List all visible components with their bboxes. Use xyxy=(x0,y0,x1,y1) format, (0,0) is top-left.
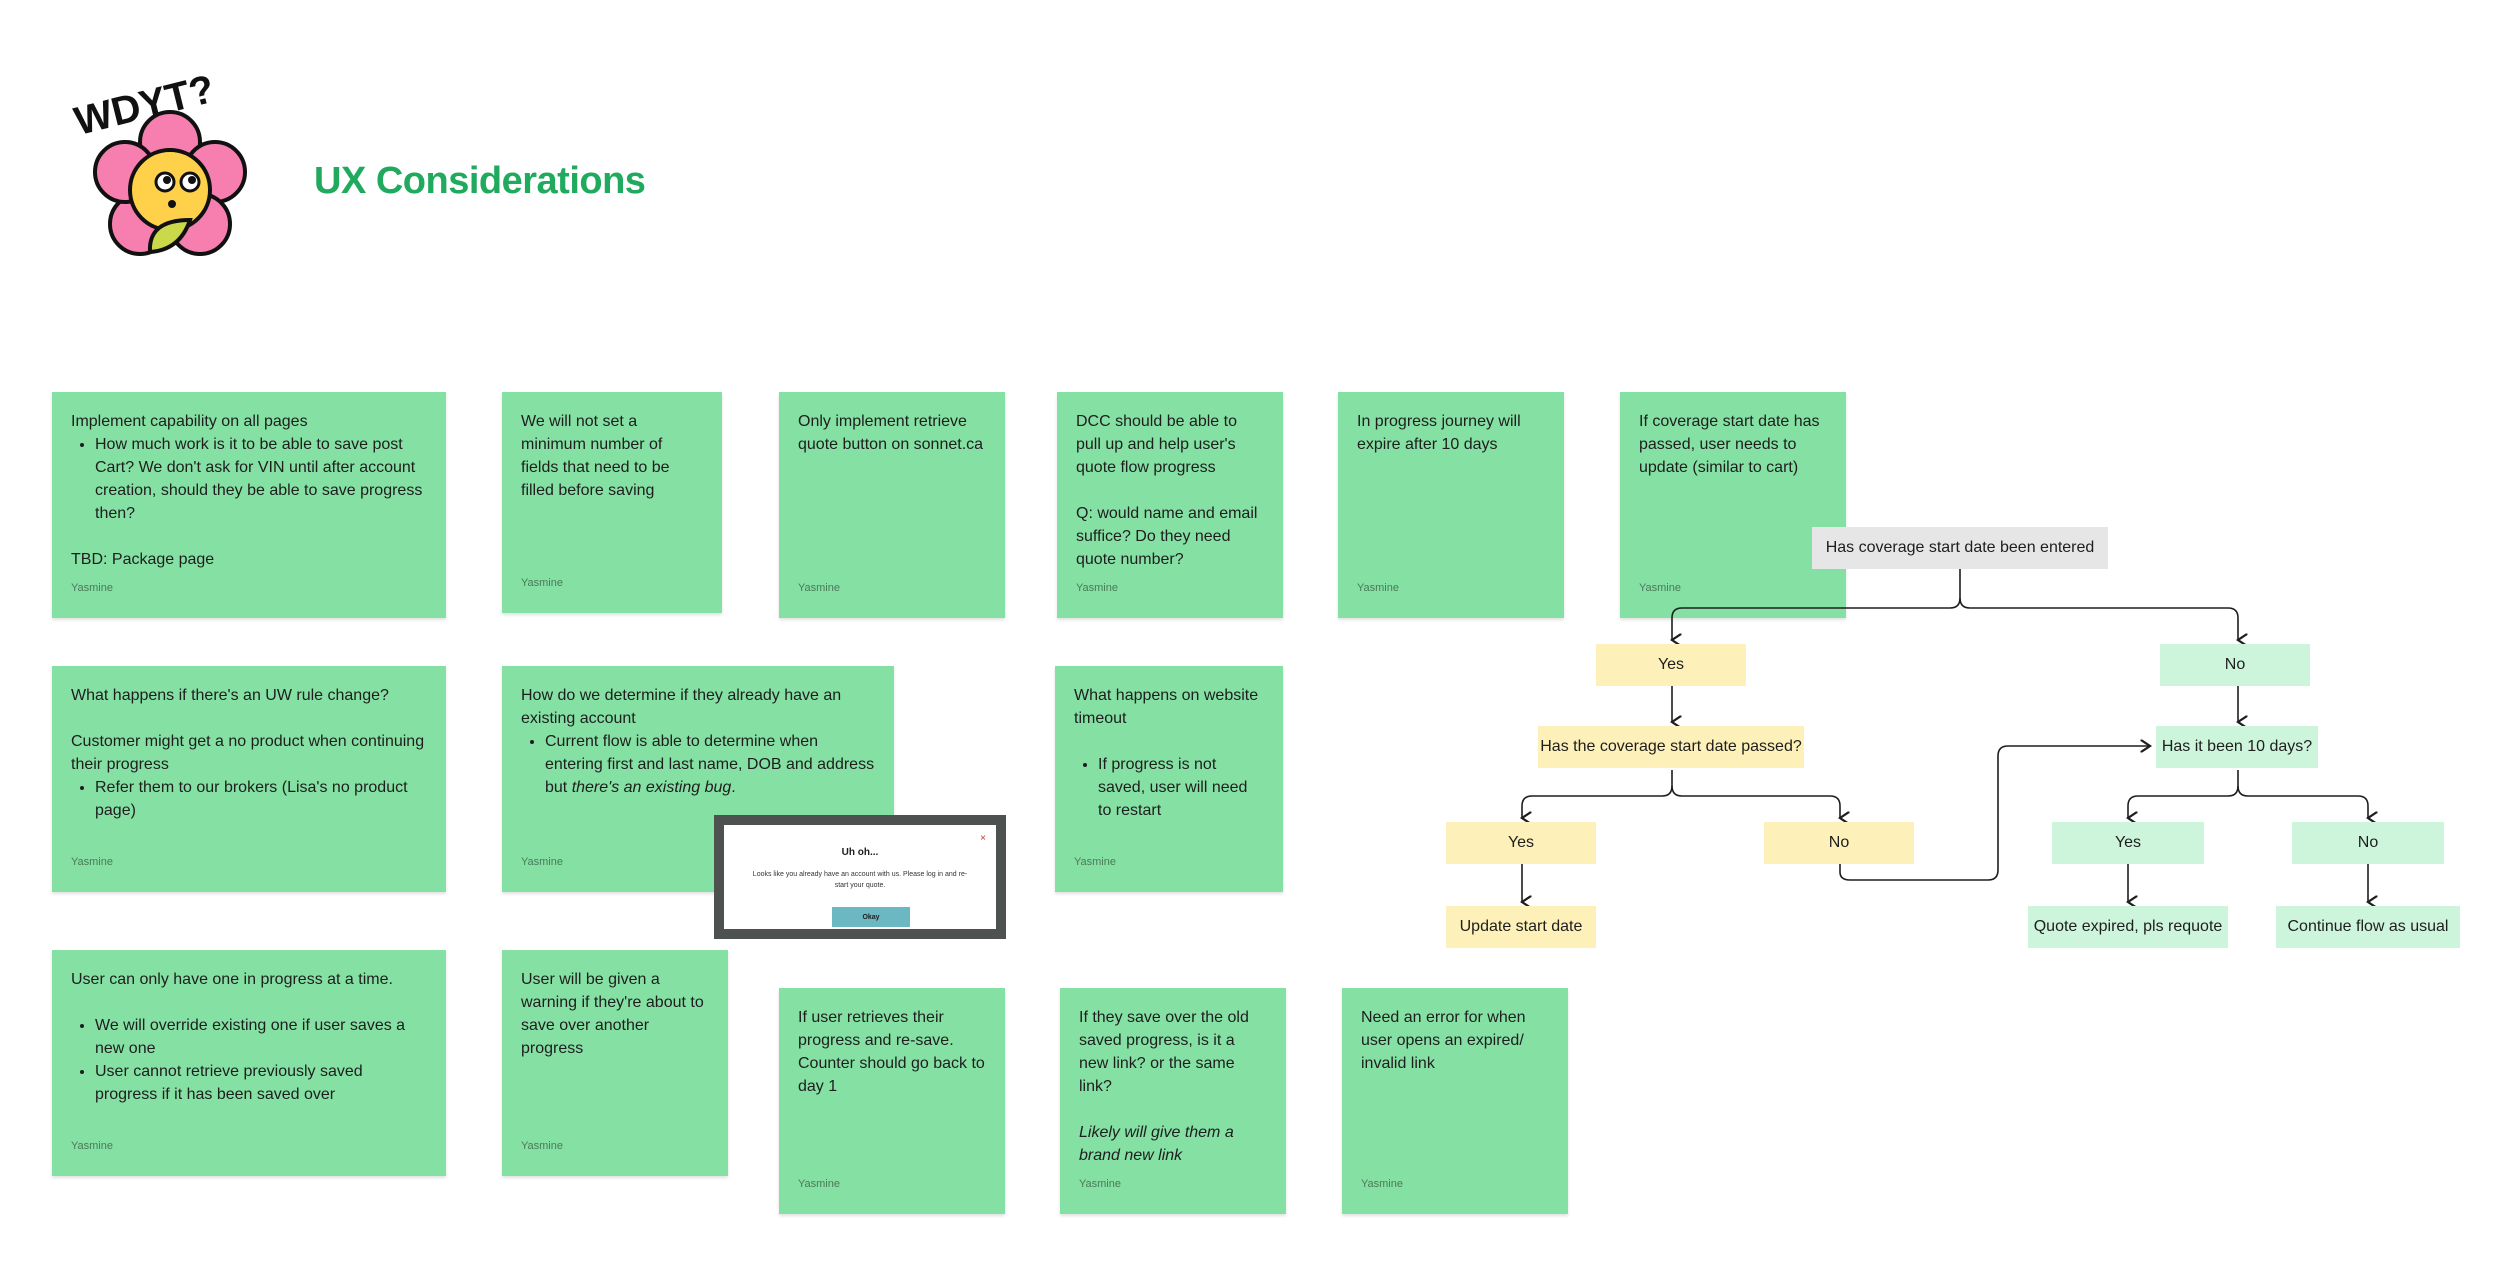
flow-node-10-days[interactable]: Has it been 10 days? xyxy=(2156,726,2318,768)
sticky-note[interactable]: Only implement retrieve quote button on … xyxy=(779,392,1005,618)
flow-node-yes[interactable]: Yes xyxy=(1446,822,1596,864)
sticky-note[interactable]: User can only have one in progress at a … xyxy=(52,950,446,1176)
sticky-note[interactable]: User will be given a warning if they're … xyxy=(502,950,728,1176)
sticky-note[interactable]: Need an error for when user opens an exp… xyxy=(1342,988,1568,1214)
list-item: We will override existing one if user sa… xyxy=(95,1014,427,1060)
note-author: Yasmine xyxy=(71,856,113,868)
note-author: Yasmine xyxy=(1076,582,1118,594)
flow-node-update-start-date[interactable]: Update start date xyxy=(1446,906,1596,948)
existing-account-modal-screenshot[interactable]: × Uh oh... Looks like you already have a… xyxy=(714,815,1006,939)
sticky-note[interactable]: We will not set a minimum number of fiel… xyxy=(502,392,722,613)
note-author: Yasmine xyxy=(798,582,840,594)
modal-title: Uh oh... xyxy=(841,847,879,858)
okay-button: Okay xyxy=(832,907,910,927)
flow-node-no[interactable]: No xyxy=(1764,822,1914,864)
modal-text: Looks like you already have an account w… xyxy=(752,871,968,889)
list-item: How much work is it to be able to save p… xyxy=(95,433,427,525)
note-author: Yasmine xyxy=(521,1140,563,1152)
sticky-note[interactable]: What happens if there's an UW rule chang… xyxy=(52,666,446,892)
flow-node-no[interactable]: No xyxy=(2292,822,2444,864)
note-author: Yasmine xyxy=(521,856,563,868)
note-author: Yasmine xyxy=(1357,582,1399,594)
note-author: Yasmine xyxy=(1639,582,1681,594)
sticky-note[interactable]: DCC should be able to pull up and help u… xyxy=(1057,392,1283,618)
flow-node-yes[interactable]: Yes xyxy=(2052,822,2204,864)
flow-node-continue-flow[interactable]: Continue flow as usual xyxy=(2276,906,2460,948)
wdyt-flower-sticker: WDYT? xyxy=(70,67,247,256)
note-author: Yasmine xyxy=(1079,1178,1121,1190)
list-item: Current flow is able to determine when e… xyxy=(545,730,875,799)
flow-node-root[interactable]: Has coverage start date been entered xyxy=(1812,527,2108,569)
flow-node-date-passed[interactable]: Has the coverage start date passed? xyxy=(1538,726,1804,768)
sticky-note[interactable]: If coverage start date has passed, user … xyxy=(1620,392,1846,618)
note-author: Yasmine xyxy=(71,582,113,594)
sticky-note[interactable]: In progress journey will expire after 10… xyxy=(1338,392,1564,618)
sticky-note[interactable]: What happens on website timeout If progr… xyxy=(1055,666,1283,892)
note-author: Yasmine xyxy=(1074,856,1116,868)
flow-node-no[interactable]: No xyxy=(2160,644,2310,686)
sticky-note[interactable]: How do we determine if they already have… xyxy=(502,666,894,892)
modal-card: × Uh oh... Looks like you already have a… xyxy=(724,825,996,929)
list-item: User cannot retrieve previously saved pr… xyxy=(95,1060,427,1106)
note-author: Yasmine xyxy=(71,1140,113,1152)
sticky-note[interactable]: Implement capability on all pages How mu… xyxy=(52,392,446,618)
list-item: Refer them to our brokers (Lisa's no pro… xyxy=(95,776,427,822)
note-author: Yasmine xyxy=(1361,1178,1403,1190)
page-title: UX Considerations xyxy=(314,160,646,202)
sticky-note[interactable]: If they save over the old saved progress… xyxy=(1060,988,1286,1214)
close-icon: × xyxy=(980,833,986,844)
note-author: Yasmine xyxy=(521,577,563,589)
sticky-note[interactable]: If user retrieves their progress and re-… xyxy=(779,988,1005,1214)
note-author: Yasmine xyxy=(798,1178,840,1190)
list-item: If progress is not saved, user will need… xyxy=(1098,753,1264,822)
flow-node-yes[interactable]: Yes xyxy=(1596,644,1746,686)
flow-node-quote-expired[interactable]: Quote expired, pls requote xyxy=(2028,906,2228,948)
